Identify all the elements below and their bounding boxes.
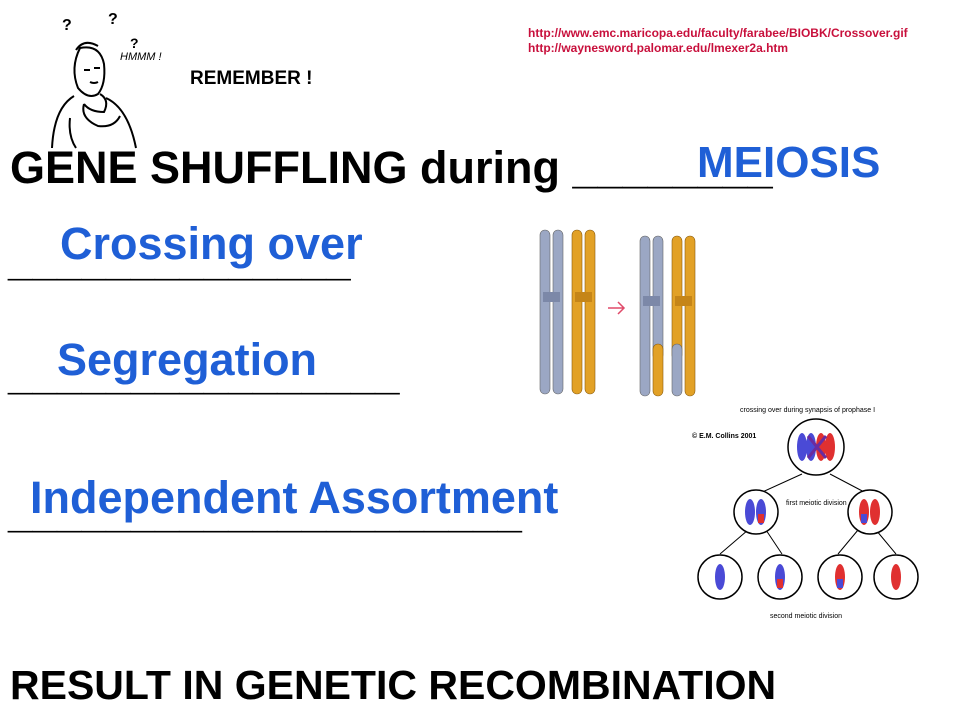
- chromosome-orange-right: [671, 235, 696, 397]
- result-statement: RESULT IN GENETIC RECOMBINATION: [10, 662, 777, 708]
- blank-line-1: ______________: [8, 236, 351, 285]
- thinking-man-cartoon: ? ? ? HMMM !: [51, 11, 162, 149]
- answer-independent-assortment: Independent Assortment: [30, 472, 559, 523]
- diagram-copyright: © E.M. Collins 2001: [692, 432, 756, 440]
- daughter-cell-left: [733, 489, 779, 535]
- arrow-icon: [608, 301, 626, 315]
- chromosome-grey-left: [539, 229, 564, 395]
- question-mark-1: ?: [62, 17, 72, 34]
- source-link-2[interactable]: http://waynesword.palomar.edu/lmexer2a.h…: [528, 41, 789, 55]
- gamete-cell-1: [697, 554, 743, 600]
- question-mark-2: ?: [108, 11, 118, 28]
- chromosome-grey-right: [639, 235, 664, 397]
- answer-meiosis: MEIOSIS: [697, 138, 881, 187]
- gamete-cell-2: [757, 554, 803, 600]
- question-mark-3: ?: [130, 35, 139, 51]
- answer-segregation: Segregation: [57, 334, 318, 385]
- daughter-cell-right: [847, 489, 893, 535]
- blank-line-2: ________________: [8, 350, 400, 399]
- crossover-chromosomes-image: [539, 229, 696, 397]
- blank-line-3: _____________________: [8, 488, 522, 537]
- gamete-cell-4: [873, 554, 919, 600]
- first-division-label: first meiotic division: [786, 500, 847, 507]
- second-division-label: second meiotic division: [770, 613, 842, 620]
- chromosome-orange-left: [571, 229, 596, 395]
- source-link-1[interactable]: http://www.emc.maricopa.edu/faculty/fara…: [528, 26, 908, 40]
- remember-label: REMEMBER !: [190, 68, 313, 89]
- answer-crossing-over: Crossing over: [60, 218, 363, 269]
- source-links: http://www.emc.maricopa.edu/faculty/fara…: [528, 26, 908, 56]
- diagram-title: crossing over during synapsis of prophas…: [740, 407, 875, 414]
- cartoon-caption: HMMM !: [120, 51, 162, 63]
- gene-shuffling-heading: GENE SHUFFLING during ________: [10, 142, 773, 193]
- gamete-cell-3: [817, 554, 863, 600]
- parent-cell: [787, 418, 845, 476]
- meiosis-division-diagram: crossing over during synapsis of prophas…: [692, 407, 919, 620]
